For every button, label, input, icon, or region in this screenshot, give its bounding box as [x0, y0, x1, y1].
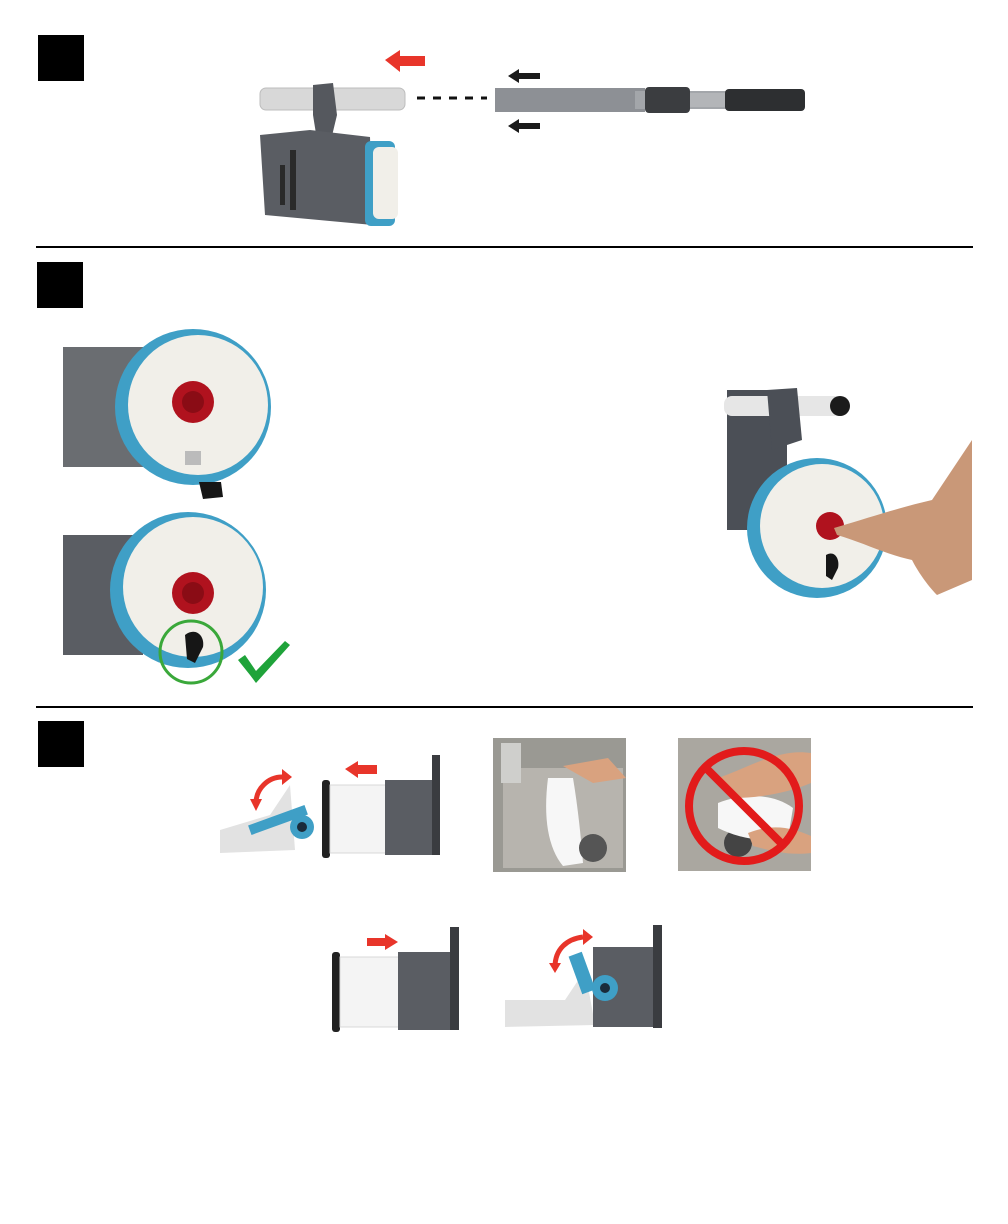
left-arrow-icon: [345, 761, 377, 778]
lock-latch-image: [505, 925, 665, 1030]
divider-1: [36, 246, 973, 248]
lid-locked-image: [63, 535, 298, 695]
step1-illustration: [255, 45, 815, 235]
divider-2: [36, 706, 973, 708]
remove-filter-image: [220, 755, 450, 860]
right-arrow-icon: [367, 934, 398, 950]
insert-arrow-upper: [508, 69, 540, 83]
latch-unlocked: [199, 482, 223, 499]
reinsert-filter-image: [330, 927, 460, 1032]
step-1-marker: [38, 35, 84, 81]
checkmark-icon: [238, 641, 290, 683]
telescopic-pole: [495, 88, 645, 112]
insert-arrow-lower: [508, 119, 540, 133]
left-arrow-icon: [385, 50, 425, 72]
vacuum-body: [260, 130, 373, 225]
step-2-marker: [37, 262, 83, 308]
wring-filter-photo: [678, 738, 811, 871]
rinse-filter-photo: [493, 738, 626, 872]
step-3-marker: [38, 721, 84, 767]
press-button-photo: [722, 380, 972, 600]
lid-unlocked-image: [63, 347, 268, 517]
